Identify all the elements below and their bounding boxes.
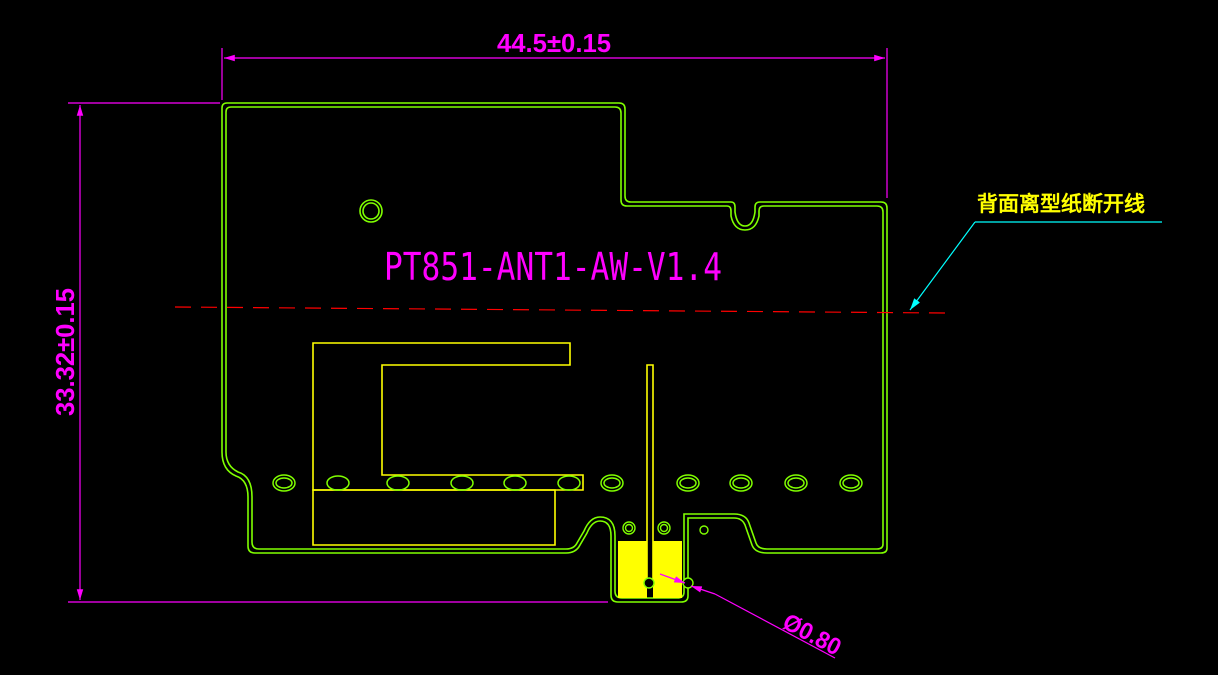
cut-line-note: 背面离型纸断开线 [977,192,1145,216]
slot-row [272,474,863,492]
slot-10 [784,474,808,492]
small-holes [622,521,709,535]
pad-hole-left [643,577,655,589]
slot-6 [557,475,581,491]
slot-11 [839,474,863,492]
cut-line-leader [909,221,1162,311]
slot-5 [503,475,527,491]
board-outline [221,102,888,603]
slot-4 [450,475,474,491]
slot-3 [386,475,410,491]
slot-1-inner [275,477,293,489]
cut-line [174,306,946,314]
height-dimension [68,102,608,603]
slot-8 [676,474,700,492]
slot-1 [272,474,296,492]
slot-2 [326,475,350,491]
antenna-feed-line [646,364,654,586]
pad-hole-right [682,577,694,589]
part-label: PT851-ANT1-AW-V1.4 [384,245,722,289]
width-dimension [221,48,888,198]
antenna-meander [312,342,584,491]
slot-9-inner [732,477,750,489]
slot-9 [729,474,753,492]
board-inner-contour [225,106,884,599]
slot-8-inner [679,477,697,489]
mounting-hole [359,199,383,223]
width-dimension-text: 44.5±0.15 [497,28,611,58]
hole-dimension [659,573,836,659]
board-outer-contour [221,102,888,603]
antenna-lower-arm [312,489,556,546]
slot-11-inner [842,477,860,489]
solder-pad [618,541,694,598]
slot-10-inner [787,477,805,489]
hole-dimension-text: Ø0.80 [778,608,845,661]
slot-7 [600,474,624,492]
slot-7-inner [603,477,621,489]
height-dimension-text: 33.32±0.15 [50,288,80,416]
